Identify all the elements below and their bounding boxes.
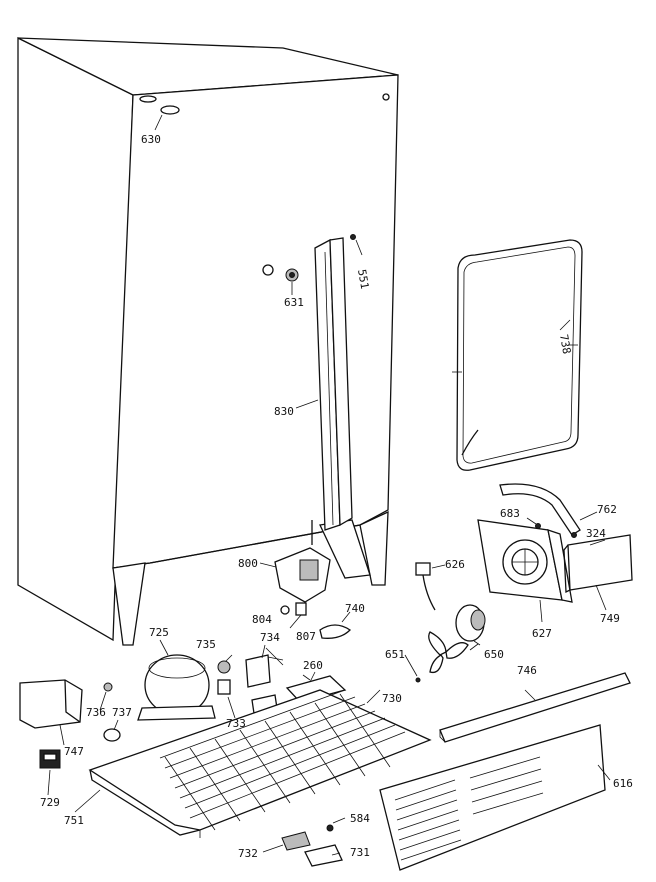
part-626-sensor: [415, 562, 446, 611]
part-631-grommet: [262, 264, 299, 282]
label-747: 747: [64, 745, 84, 758]
part-labels: 630 551 631 830 738 762 683 324 626 800 …: [40, 133, 633, 860]
label-807: 807: [296, 630, 316, 643]
label-735: 735: [196, 638, 216, 651]
label-762: 762: [597, 503, 617, 516]
part-616-grille: [379, 724, 611, 871]
label-551: 551: [355, 268, 371, 290]
label-737: 737: [112, 706, 132, 719]
label-324: 324: [586, 527, 606, 540]
part-725-compressor: [137, 639, 216, 721]
label-732: 732: [238, 847, 258, 860]
label-731: 731: [350, 846, 370, 859]
part-650-fan-motor: [455, 604, 486, 646]
part-762-duct: [499, 483, 598, 536]
label-749: 749: [600, 612, 620, 625]
part-630-plugs: [139, 95, 180, 131]
part-584-732-731: [281, 817, 346, 867]
part-800-valve: [259, 520, 331, 603]
part-746-strip: [439, 672, 631, 743]
part-749-board: [563, 534, 633, 611]
condenser-coils: [159, 689, 406, 831]
part-740-clip: [319, 611, 352, 639]
grille-slats: [394, 756, 544, 861]
part-804-807-nuts: [280, 602, 307, 616]
label-746: 746: [517, 664, 537, 677]
label-733: 733: [226, 717, 246, 730]
part-651-fan-blade: [404, 631, 469, 683]
part-627-fan-shroud: [477, 519, 573, 623]
label-734: 734: [260, 631, 280, 644]
part-738-gasket: [452, 239, 583, 471]
label-626: 626: [445, 558, 465, 571]
label-651: 651: [385, 648, 405, 661]
part-830-channel: [295, 237, 353, 531]
part-551-screw: [350, 234, 363, 256]
label-729: 729: [40, 796, 60, 809]
label-830: 830: [274, 405, 294, 418]
label-650: 650: [484, 648, 504, 661]
part-736-737-747-729: [19, 679, 121, 769]
label-627: 627: [532, 627, 552, 640]
label-738: 738: [557, 333, 573, 355]
label-800: 800: [238, 557, 258, 570]
label-730: 730: [382, 692, 402, 705]
label-630: 630: [141, 133, 161, 146]
label-725: 725: [149, 626, 169, 639]
part-751-base-and-730-condenser: [74, 689, 432, 838]
label-260: 260: [303, 659, 323, 672]
leader-lines: [47, 282, 606, 856]
label-740: 740: [345, 602, 365, 615]
label-683: 683: [500, 507, 520, 520]
label-804: 804: [252, 613, 272, 626]
label-631: 631: [284, 296, 304, 309]
label-751: 751: [64, 814, 84, 827]
label-616: 616: [613, 777, 633, 790]
label-584: 584: [350, 812, 370, 825]
label-736: 736: [86, 706, 106, 719]
